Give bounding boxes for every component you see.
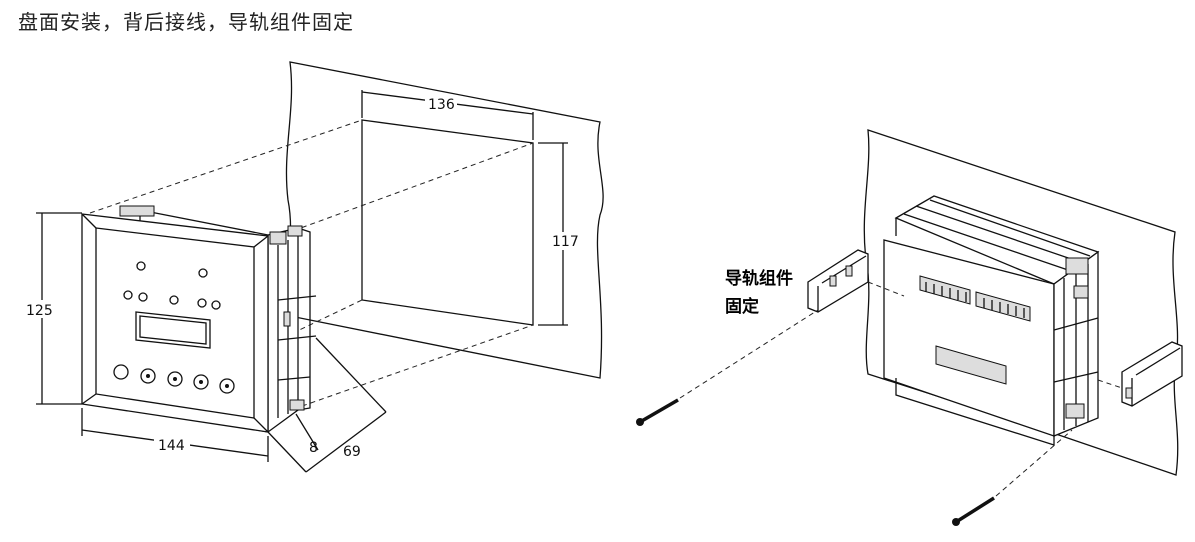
cutout-height-dimension: 117 bbox=[538, 142, 579, 326]
panel-width-dimension: 144 bbox=[81, 408, 269, 462]
rail-bracket-left bbox=[807, 249, 869, 313]
cutout-height-label: 117 bbox=[552, 234, 579, 250]
panel-width-label: 144 bbox=[158, 438, 185, 454]
projection-lines bbox=[89, 119, 534, 419]
meter-indicator-leds bbox=[123, 261, 221, 310]
cutout-width-label: 136 bbox=[428, 97, 455, 113]
page-title: 盘面安装，背后接线，导轨组件固定 bbox=[18, 10, 354, 34]
rear-corner-clips bbox=[1065, 257, 1089, 419]
rear-terminal-blocks bbox=[919, 275, 1031, 385]
front-depth-label: 8 bbox=[309, 440, 318, 456]
rear-mounting-panel bbox=[863, 129, 1179, 476]
callout-line-2: 固定 bbox=[725, 296, 759, 317]
cutout-width-dimension: 136 bbox=[361, 90, 534, 140]
assembly-lines bbox=[679, 281, 1123, 497]
body-depth-label: 69 bbox=[343, 444, 361, 460]
screw-left bbox=[636, 398, 679, 426]
panel-cutout bbox=[361, 119, 534, 326]
screw-bottom bbox=[952, 496, 995, 526]
meter-front-bezel bbox=[81, 213, 269, 433]
meter-front-buttons bbox=[113, 364, 235, 394]
callout-line-1: 导轨组件 bbox=[725, 268, 793, 289]
rail-assembly-callout: 导轨组件 固定 bbox=[725, 268, 793, 317]
meter-display-window bbox=[135, 311, 211, 349]
panel-height-label: 125 bbox=[26, 303, 53, 319]
panel-height-dimension: 125 bbox=[24, 212, 82, 405]
mounting-panel bbox=[285, 61, 604, 379]
rail-bracket-right bbox=[1121, 341, 1183, 407]
depth-dimensions: 8 69 bbox=[267, 337, 387, 473]
